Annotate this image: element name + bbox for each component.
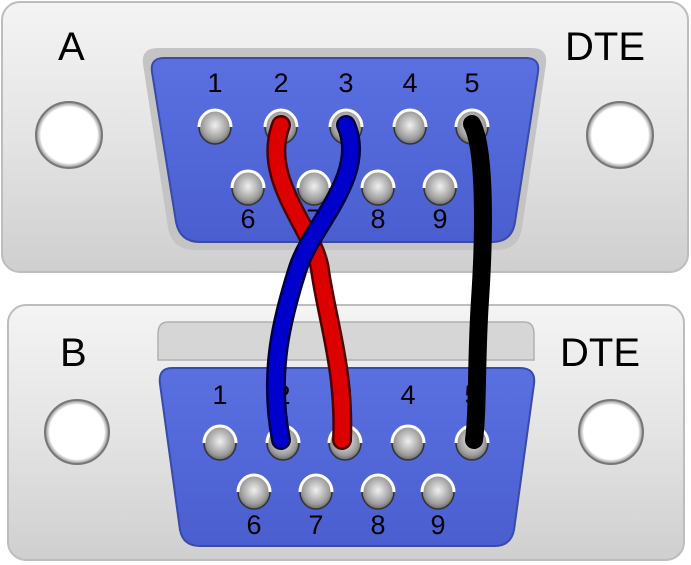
pin-label-a-8: 8 [370, 204, 385, 234]
pin-label-a-5: 5 [464, 68, 479, 98]
connector-a-label: A [58, 25, 85, 69]
pin-highlight-a-1 [197, 108, 233, 128]
pin-label-b-1: 1 [212, 380, 227, 410]
connector-b-rim [157, 321, 535, 361]
pin-highlight-b-6 [236, 473, 272, 493]
pin-label-b-6: 6 [246, 510, 261, 540]
pin-highlight-b-1 [202, 424, 238, 444]
pin-label-b-7: 7 [308, 510, 323, 540]
pin-highlight-a-8 [360, 169, 396, 189]
wire-red [268, 117, 350, 448]
mount-hole-a-right [586, 101, 654, 169]
pin-highlight-a-3 [328, 108, 364, 128]
pin-highlight-a-6 [230, 169, 266, 189]
pin-label-a-9: 9 [432, 204, 447, 234]
pin-highlight-a-5 [454, 108, 490, 128]
pin-highlight-a-4 [392, 108, 428, 128]
pin-highlight-b-8 [360, 473, 396, 493]
pin-label-a-1: 1 [207, 68, 222, 98]
mount-hole-a-left [35, 101, 103, 169]
pin-highlight-b-4 [390, 424, 426, 444]
wire-blue [268, 117, 359, 448]
pin-label-b-8: 8 [370, 510, 385, 540]
mount-hole-b-right [578, 399, 644, 465]
mount-hole-b-left [44, 399, 110, 465]
pin-label-a-3: 3 [338, 68, 353, 98]
connector-a-type: DTE [565, 25, 645, 69]
pin-label-a-6: 6 [240, 204, 255, 234]
wire-black [463, 115, 492, 449]
pin-label-b-4: 4 [400, 380, 415, 410]
pin-highlight-a-9 [422, 169, 458, 189]
pin-label-b-9: 9 [430, 510, 445, 540]
pin-highlight-b-9 [420, 473, 456, 493]
pin-highlight-a-7 [296, 169, 332, 189]
pin-highlight-b-7 [298, 473, 334, 493]
connector-b-type: DTE [560, 331, 640, 375]
connector-b-label: B [60, 331, 87, 375]
pin-label-a-2: 2 [273, 68, 288, 98]
pin-label-a-4: 4 [402, 68, 417, 98]
wires [265, 115, 492, 450]
pin-highlight-a-2 [263, 108, 299, 128]
